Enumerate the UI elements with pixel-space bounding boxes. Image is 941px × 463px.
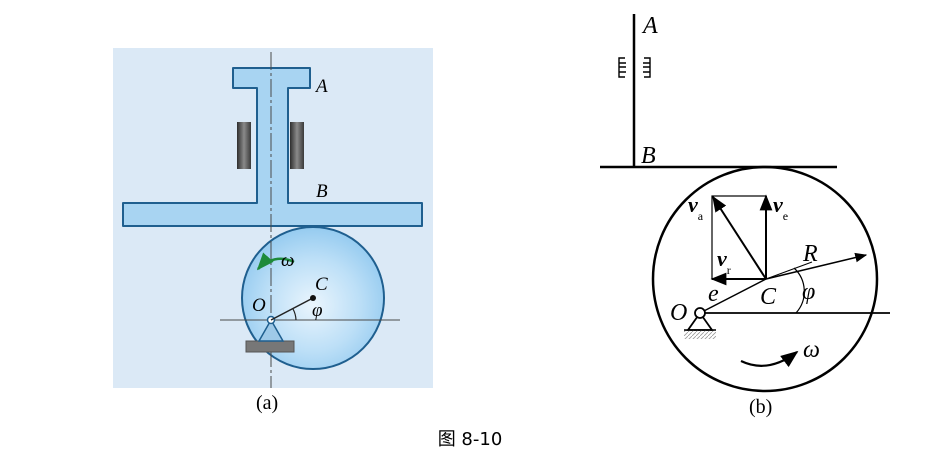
label-a-b: A xyxy=(641,13,658,39)
figure-a: A B ω C O φ (a) xyxy=(113,48,433,414)
eccentric-line xyxy=(699,278,767,314)
vector-va xyxy=(712,195,767,280)
support-triangle xyxy=(257,318,285,342)
label-va: va xyxy=(688,192,704,223)
label-b: B xyxy=(316,181,328,202)
label-b-b: B xyxy=(641,143,656,169)
radius-r xyxy=(765,252,868,280)
eccentric-oc xyxy=(270,297,314,321)
label-o: O xyxy=(252,295,266,316)
label-c: C xyxy=(315,274,328,295)
label-r: R xyxy=(802,241,818,267)
figure-caption: 图 8-10 xyxy=(438,429,503,450)
sublabel-b: (b) xyxy=(749,396,772,418)
pivot-o-b xyxy=(694,307,706,319)
angle-ray xyxy=(765,261,813,280)
guide-right-bracket xyxy=(643,57,651,78)
label-omega-b: ω xyxy=(803,337,820,363)
center-c-dot xyxy=(310,295,316,301)
cam-circle xyxy=(651,165,879,393)
label-e: e xyxy=(708,281,719,307)
guide-left-bracket xyxy=(618,57,626,78)
label-c-b: C xyxy=(760,284,777,310)
follower-rod xyxy=(122,67,423,227)
label-phi-b: φ xyxy=(802,279,815,305)
label-a: A xyxy=(314,76,328,97)
ground-b xyxy=(684,330,716,339)
figure-b: A B va ve vr R e C φ O ω (b) xyxy=(600,13,890,418)
label-phi: φ xyxy=(312,300,323,321)
label-o-b: O xyxy=(670,300,687,326)
sublabel-a: (a) xyxy=(256,392,278,414)
guide-left xyxy=(237,122,251,169)
label-vr: vr xyxy=(717,246,731,277)
omega-arrow xyxy=(256,252,295,271)
phi-arc xyxy=(292,308,297,321)
label-ve: ve xyxy=(773,192,788,223)
ground-base xyxy=(245,340,295,353)
guide-right xyxy=(290,122,304,169)
phi-arc-b xyxy=(793,267,805,314)
label-omega: ω xyxy=(281,250,294,271)
omega-arrow-b xyxy=(740,350,799,368)
